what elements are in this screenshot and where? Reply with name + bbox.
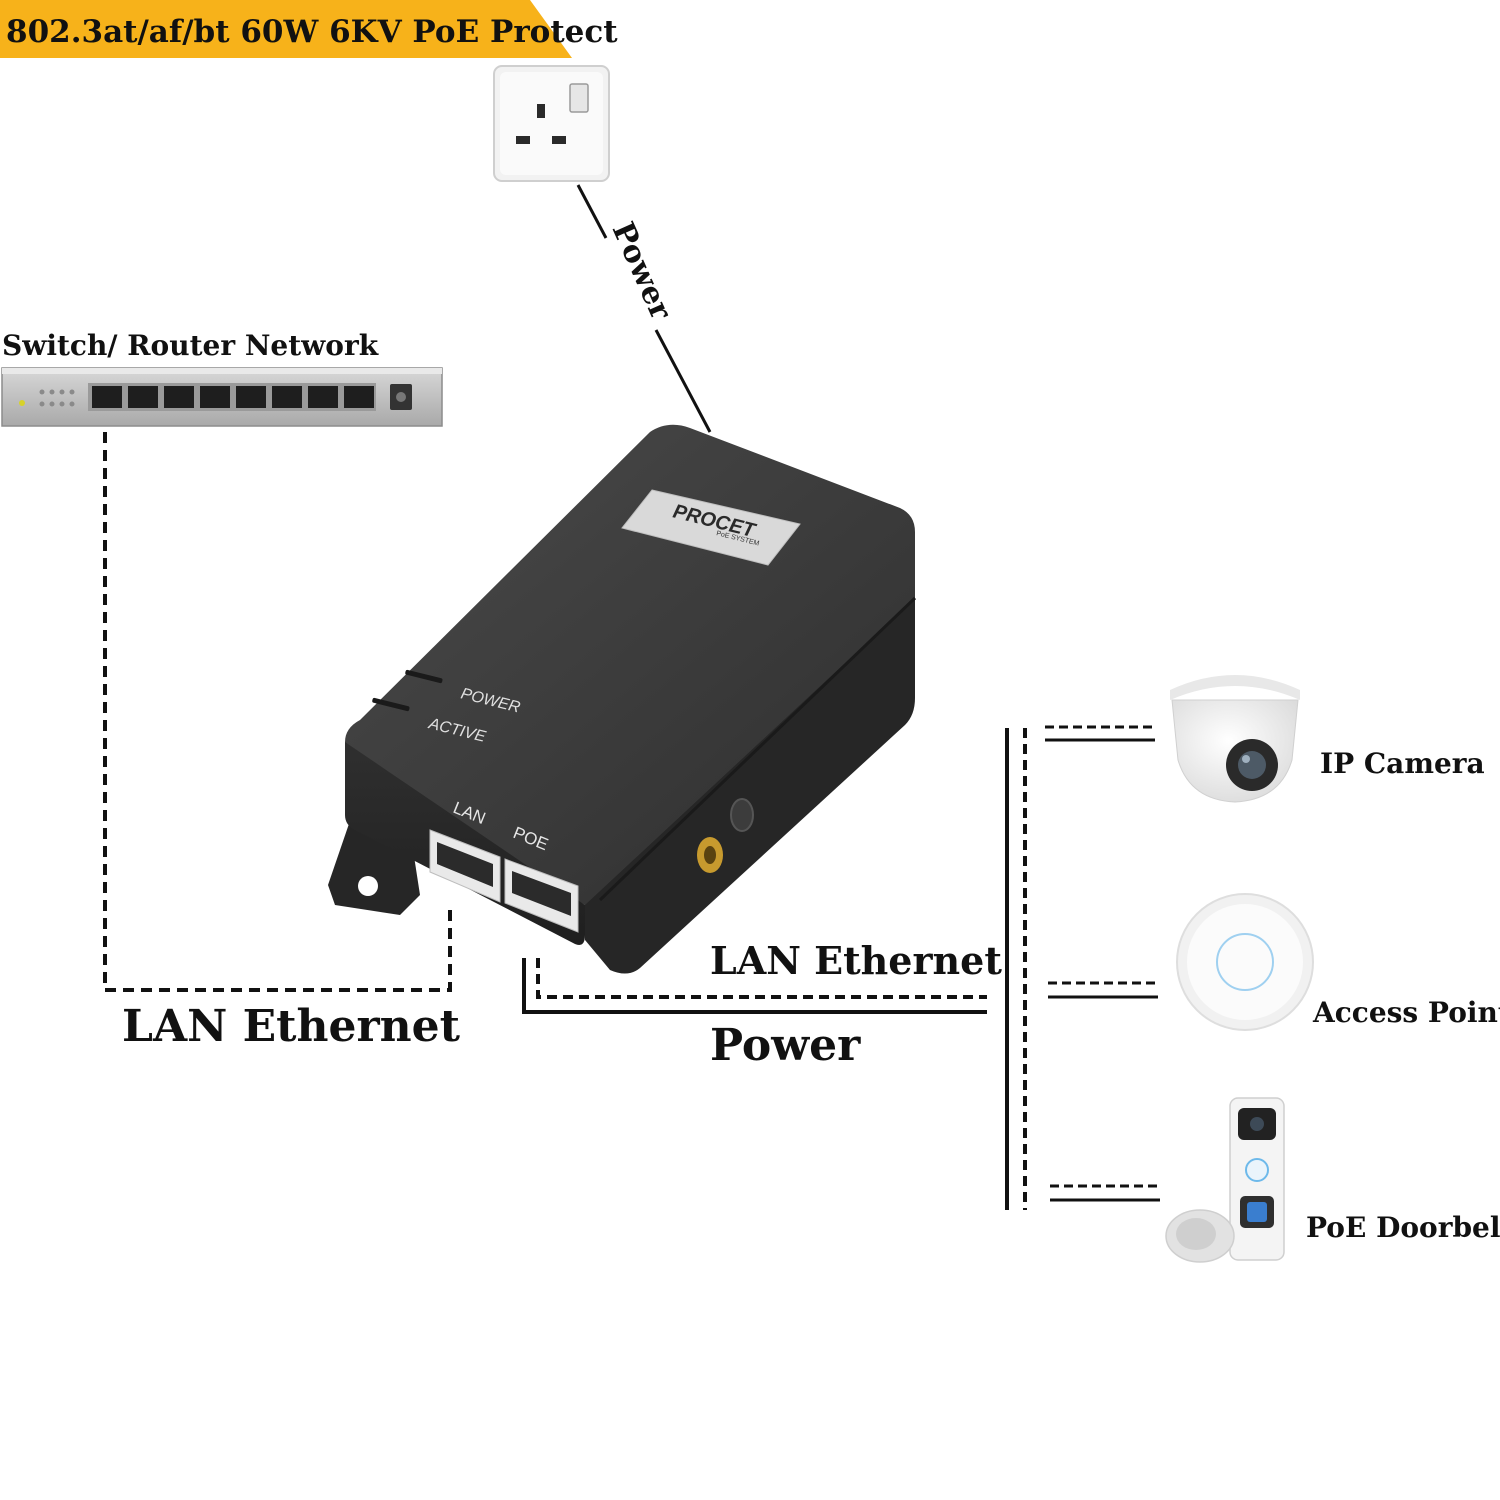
wall-socket-icon: [493, 65, 610, 182]
access-point-icon: [1176, 893, 1314, 1031]
lan-cable-left: [103, 432, 452, 992]
power-label-bottom: Power: [710, 1020, 861, 1071]
lan-ethernet-label-right: LAN Ethernet: [710, 938, 1002, 983]
active-led-icon: [372, 697, 410, 712]
device-access-point: Access Point: [1176, 893, 1500, 1031]
power-label-top: Power: [605, 217, 679, 326]
power-cable-top: [576, 184, 712, 433]
lan-port-icon: [429, 829, 501, 903]
device-label-access-point: Access Point: [1312, 996, 1500, 1029]
device-ip-camera: IP Camera: [1170, 675, 1485, 803]
power-led-icon: [405, 669, 443, 684]
lan-cable-right: [536, 958, 987, 999]
banner-text: 802.3at/af/bt 60W 6KV PoE Protect: [6, 14, 618, 50]
brand-label: PROCET PoE SYSTEM: [621, 489, 801, 566]
distribution-bus: [1005, 725, 1160, 1210]
dome-camera-icon: [1170, 675, 1300, 803]
power-cable-right: [522, 958, 987, 1014]
device-label-poe-doorbell: PoE Doorbell: [1306, 1211, 1500, 1244]
ground-screw-icon: [697, 798, 754, 873]
doorbell-icon: [1165, 1097, 1285, 1263]
device-label-ip-camera: IP Camera: [1320, 747, 1485, 780]
device-poe-doorbell: PoE Doorbell: [1165, 1097, 1500, 1263]
poe-injector: PROCET PoE SYSTEM POWER ACTIVE LAN POE: [328, 424, 917, 974]
lan-ethernet-label-left: LAN Ethernet: [122, 1001, 461, 1052]
banner-shape: [0, 0, 572, 58]
network-switch-icon: [1, 367, 443, 427]
poe-port-icon: [504, 858, 579, 933]
switch-label: Switch/ Router Network: [2, 329, 379, 362]
title-banner: 802.3at/af/bt 60W 6KV PoE Protect: [0, 0, 618, 58]
